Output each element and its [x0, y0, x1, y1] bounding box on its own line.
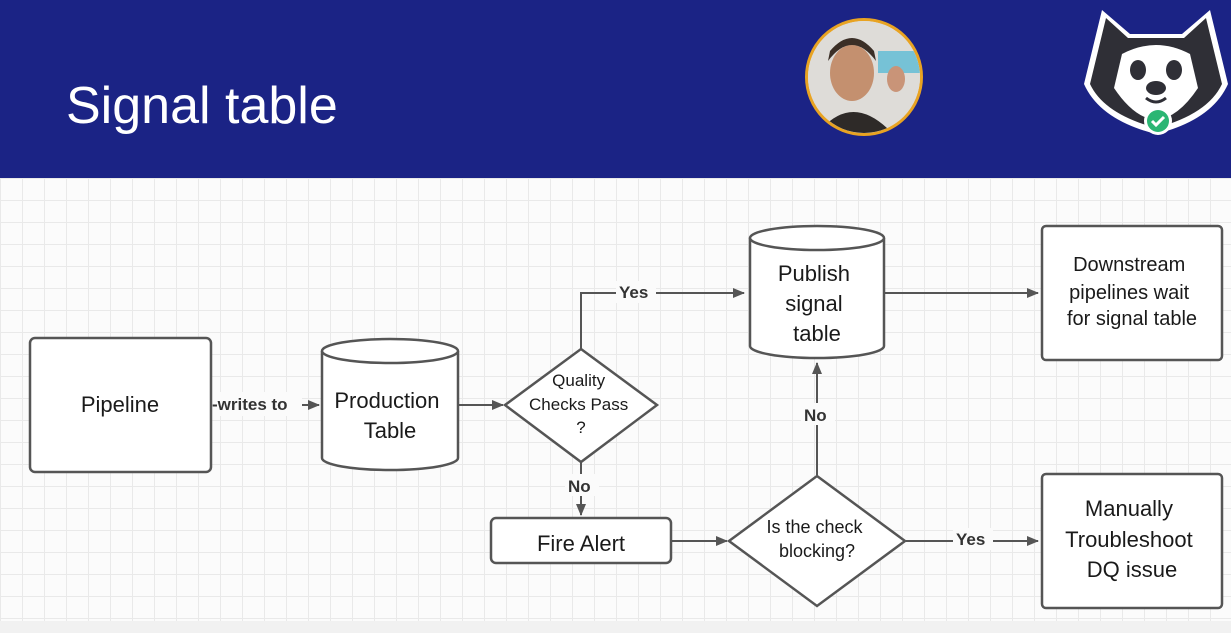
publish-line-1: Publish — [778, 261, 850, 286]
production-table-cylinder — [320, 337, 460, 472]
blocking-diamond — [726, 474, 908, 608]
publish-signal-table-cylinder — [748, 224, 886, 360]
quality-check-line-1: Quality — [552, 371, 605, 390]
fire-alert-label: Fire Alert — [537, 531, 625, 556]
manually-box — [1040, 472, 1224, 610]
downstream-line-1: Downstream — [1073, 254, 1185, 276]
publish-line-3: table — [793, 321, 841, 346]
publish-label: Publish signal table — [778, 261, 856, 346]
presenter-webcam — [805, 18, 923, 136]
downstream-label: Downstream pipelines wait for signal tab… — [1067, 254, 1197, 330]
manually-line-3: DQ issue — [1087, 557, 1177, 582]
manually-line-2: Troubleshoot — [1065, 527, 1193, 552]
production-table-label: Production Table — [334, 388, 445, 443]
husky-mascot-icon — [1084, 10, 1228, 134]
quality-check-label: Quality Checks Pass ? — [529, 371, 633, 437]
quality-check-line-3: ? — [576, 418, 585, 437]
edge-label-yes-manual: Yes — [956, 530, 985, 549]
husky-logo — [1082, 0, 1231, 140]
downstream-box — [1040, 224, 1224, 362]
edge-label-no-publish: No — [804, 406, 827, 425]
manually-label: Manually Troubleshoot DQ issue — [1065, 496, 1199, 582]
slide-title: Signal table — [66, 77, 338, 135]
downstream-line-2: pipelines wait — [1069, 282, 1190, 304]
presenter-avatar-icon — [808, 21, 920, 133]
quality-check-line-2: Checks Pass — [529, 395, 628, 414]
blocking-line-2: blocking? — [779, 541, 855, 561]
slide-header: Signal table — [0, 0, 1231, 178]
pipeline-box — [28, 336, 213, 474]
publish-line-2: signal — [785, 291, 842, 316]
bottom-strip — [0, 621, 1231, 633]
edge-check-yes — [580, 288, 745, 349]
production-table-line-2: Table — [364, 418, 417, 443]
manually-line-1: Manually — [1085, 496, 1173, 521]
blocking-label: Is the check blocking? — [766, 517, 867, 561]
production-table-line-1: Production — [334, 388, 439, 413]
edge-label-no-alert: No — [568, 477, 591, 496]
pipeline-label: Pipeline — [81, 392, 159, 417]
edge-label-writes-to: -writes to — [212, 395, 288, 414]
downstream-line-3: for signal table — [1067, 308, 1197, 330]
edge-label-yes-publish: Yes — [619, 283, 648, 302]
fire-alert-box — [489, 516, 673, 565]
check-badge-icon — [1144, 107, 1172, 135]
blocking-line-1: Is the check — [766, 517, 863, 537]
quality-check-diamond — [502, 347, 660, 464]
